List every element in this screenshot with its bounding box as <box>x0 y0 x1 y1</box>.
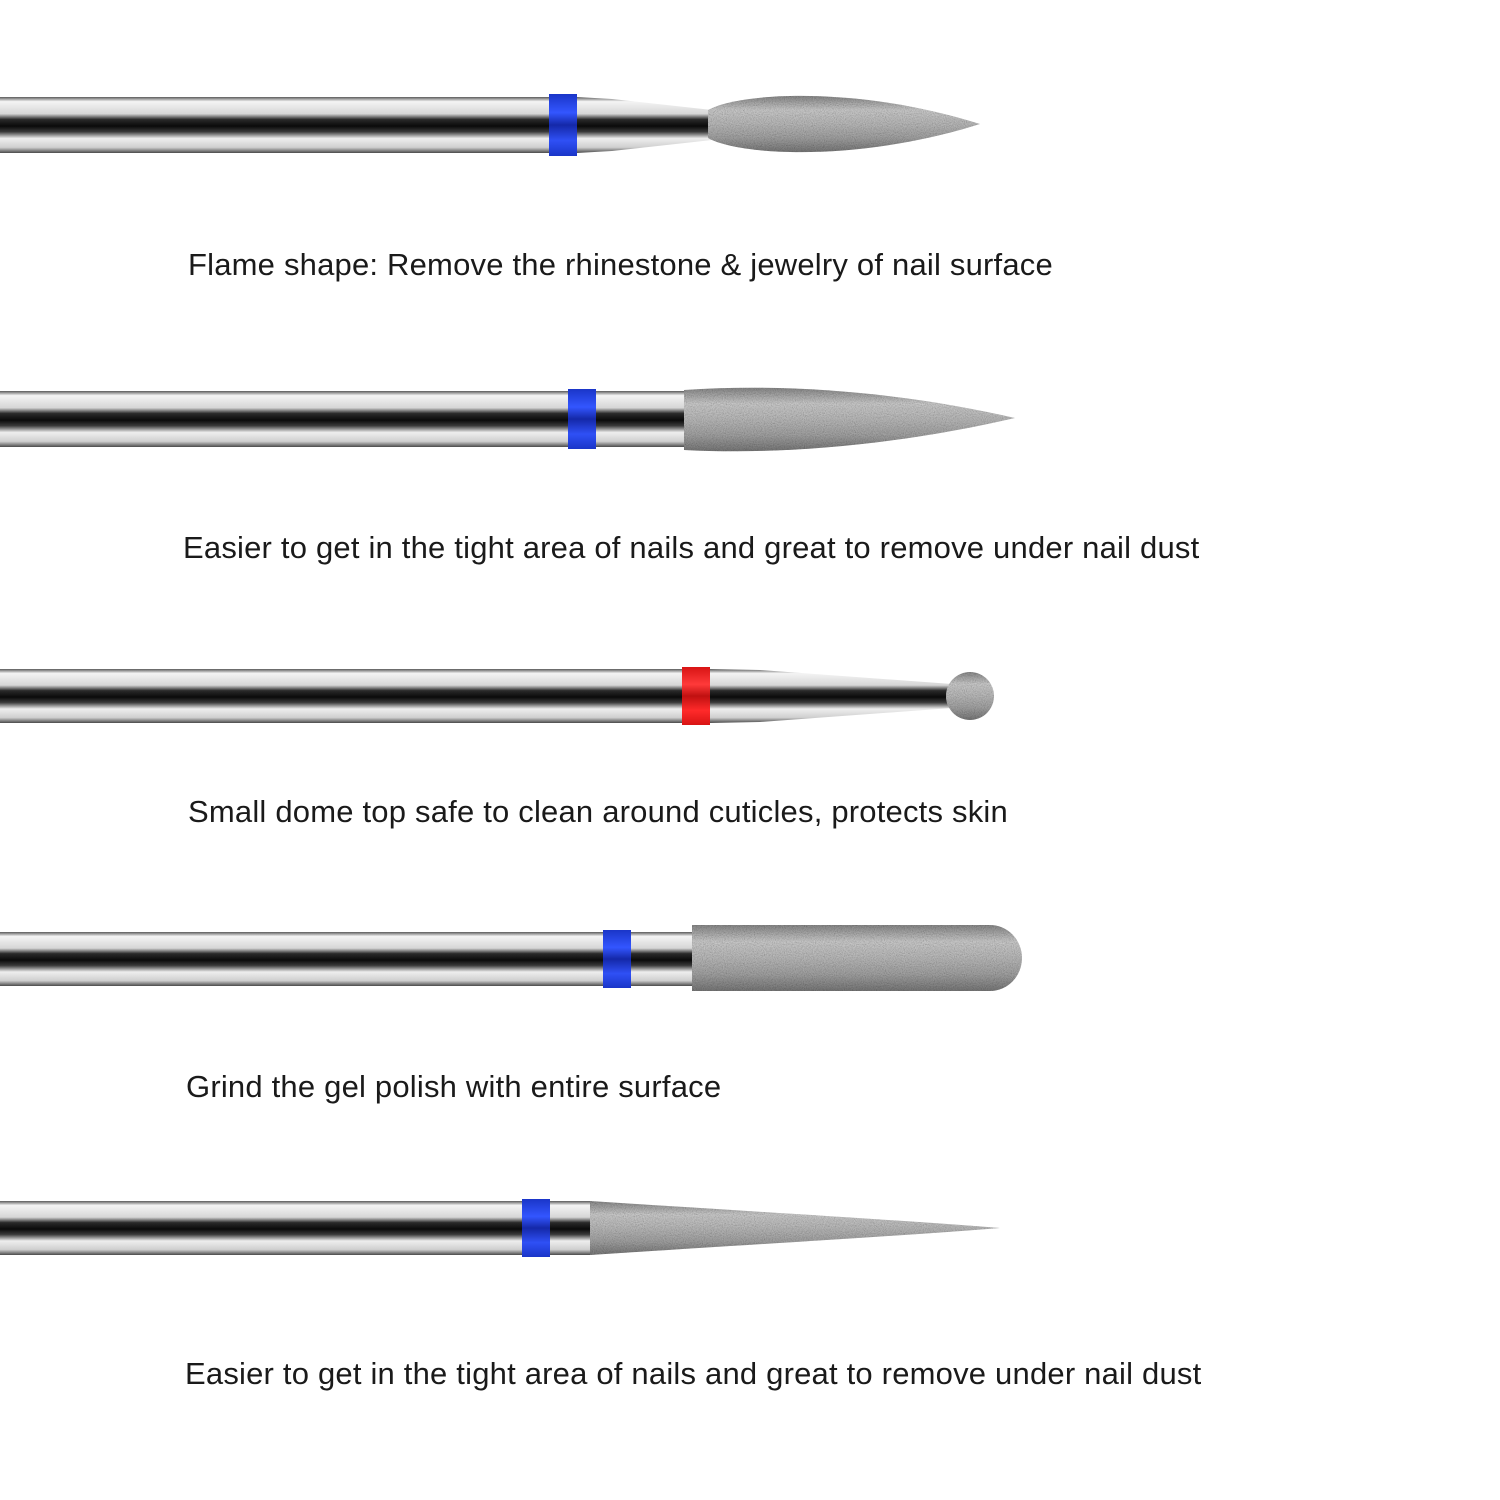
needle-bit-caption: Easier to get in the tight area of nails… <box>185 1356 1202 1391</box>
ball-bit <box>0 667 994 725</box>
pointed-flame-bit <box>0 387 1015 452</box>
needle-head <box>590 1201 1000 1255</box>
bit-shank <box>0 669 684 723</box>
flame-bit-caption: Flame shape: Remove the rhinestone & jew… <box>188 247 1053 282</box>
flame-bit <box>0 94 980 156</box>
needle-bit <box>0 1199 1000 1257</box>
blue-color-band <box>603 930 631 988</box>
bit-shank <box>0 1201 525 1255</box>
cylinder-head <box>692 925 1022 991</box>
bit-neck <box>577 97 712 153</box>
blue-color-band <box>522 1199 550 1257</box>
pointed-flame-bit-caption: Easier to get in the tight area of nails… <box>183 530 1200 565</box>
bit-neck <box>596 391 686 447</box>
red-color-band <box>682 667 710 725</box>
cylinder-bit <box>0 925 1022 991</box>
pointed-flame-head <box>684 387 1015 452</box>
dome-head <box>946 672 994 720</box>
cylinder-bit-caption: Grind the gel polish with entire surface <box>186 1069 722 1104</box>
bit-shank <box>0 391 570 447</box>
blue-color-band <box>549 94 577 156</box>
bit-shank <box>0 932 605 986</box>
flame-head <box>708 95 980 153</box>
bit-neck <box>631 932 695 986</box>
ball-bit-caption: Small dome top safe to clean around cuti… <box>188 794 1008 829</box>
blue-color-band <box>568 389 596 449</box>
bit-shank <box>0 97 552 153</box>
bit-neck <box>710 669 952 723</box>
bit-neck <box>550 1201 592 1255</box>
